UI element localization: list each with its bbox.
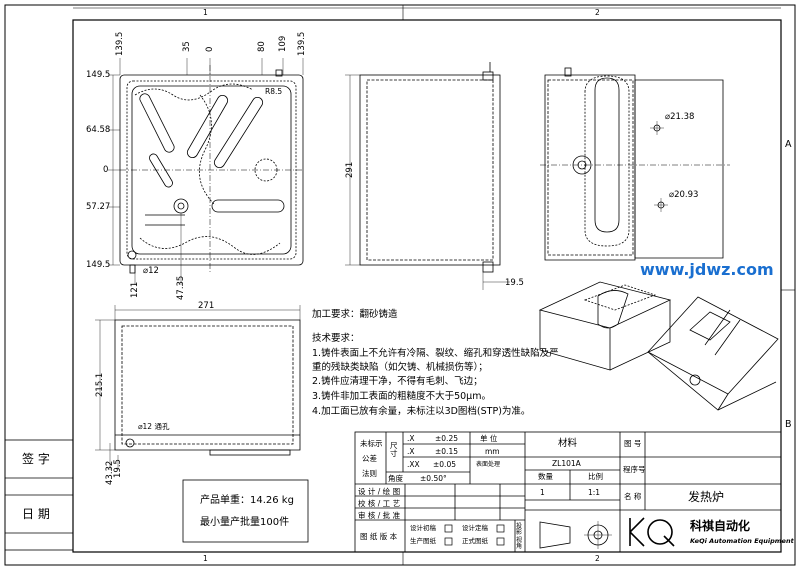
design-label: 设 计 / 绘 图 (358, 487, 401, 496)
grid-row-a: A (785, 139, 792, 150)
dim-left-4: 57.27 (86, 202, 111, 212)
tol-label-2: 公差 (362, 454, 377, 463)
dim-left-2: 64.58 (86, 125, 111, 135)
dim-front-height: 291 (345, 161, 355, 178)
tol-label-3: 法则 (362, 469, 377, 478)
scale-val: 1:1 (588, 488, 601, 497)
version-item-2: 设计定稿 (462, 524, 488, 532)
part-name: 发热炉 (688, 490, 725, 504)
drawing-no-label: 图 号 (624, 439, 642, 448)
dim-top-5: 109 (278, 35, 288, 52)
part-no-label: 程序号 (623, 465, 646, 474)
bottom-view (95, 305, 301, 470)
requirement-1b: 重的残缺类缺陷（如欠铸、机械损伤等）； (312, 362, 488, 373)
projection-symbol (539, 521, 612, 549)
dim-top-1: 139.5 (115, 31, 125, 56)
unit-val: mm (485, 447, 500, 456)
dim-radius: R8.5 (265, 87, 283, 96)
version-item-1: 设计初稿 (410, 524, 436, 532)
dim-top-4: 80 (257, 41, 267, 52)
tol-fmt-3: .XX (407, 460, 420, 469)
tol-val-1: ±0.25 (435, 434, 458, 443)
isometric-view-1 (538, 281, 672, 371)
check-label: 校 核 / 工 艺 (358, 499, 401, 508)
grid-col-2-bottom: 2 (595, 554, 600, 563)
approve-label: 审 核 / 批 准 (358, 511, 401, 520)
dim-top-3: 0 (205, 46, 215, 52)
scale-label: 比例 (588, 472, 603, 481)
dim-side-hole2: ⌀20.93 (669, 190, 699, 200)
side-sign-block (4, 439, 74, 551)
dim-bottom-1: 121 (130, 281, 140, 298)
watermark: www.jdwz.com (640, 260, 774, 279)
requirement-4: 4.加工面已放有余量，未标注以3D图档(STP)为准。 (312, 406, 531, 417)
dim-left-5: 149.5 (86, 260, 111, 270)
dim-hole-top: ⌀12 (143, 266, 159, 276)
tol-val-3: ±0.05 (433, 460, 456, 469)
title-block-lines (354, 431, 782, 553)
material-label: 材料 (558, 438, 578, 449)
outer-frame (4, 4, 796, 566)
grid-col-1-bottom: 1 (203, 554, 208, 563)
name-label: 名 称 (624, 492, 642, 501)
weight-box (182, 479, 309, 543)
tol-val-2: ±0.15 (435, 447, 458, 456)
dim-side-hole1: ⌀21.38 (665, 112, 695, 122)
company-logo-text: KQ (632, 512, 633, 513)
grid-col-1-top: 1 (203, 8, 208, 17)
front-view (345, 62, 510, 290)
dim-bottom-2: 47.35 (176, 275, 186, 300)
company-name-en: KeQi Automation Equipment (690, 537, 794, 545)
tol-fmt-2: .X (407, 447, 415, 456)
date-label: 日 期 (22, 507, 50, 521)
product-weight: 产品单重：14.26 kg (200, 495, 294, 506)
grid-col-2-top: 2 (595, 8, 600, 17)
requirement-1a: 1.铸件表面上不允许有冷隔、裂纹、缩孔和穿透性缺陷及严 (312, 348, 559, 359)
requirement-3: 3.铸件非加工表面的粗糙度不大于50μm。 (312, 391, 491, 402)
qty-val: 1 (540, 488, 545, 497)
side-view (540, 67, 730, 261)
isometric-view-2 (647, 296, 779, 411)
unit-label: 单 位 (480, 434, 498, 443)
dim-left-1: 149.5 (86, 70, 111, 80)
qty-label: 数量 (538, 472, 553, 481)
logo-shape (629, 517, 675, 547)
angle-label: 角度 (388, 474, 403, 483)
top-view (108, 58, 304, 285)
dim-bottom-width: 271 (198, 301, 215, 311)
tol-fmt-1: .X (407, 434, 415, 443)
requirement-2: 2.铸件应清理干净，不得有毛刺、飞边； (312, 376, 483, 387)
process-requirement: 加工要求：翻砂铸造 (312, 309, 398, 320)
dim-bottom-height: 215.1 (95, 372, 105, 397)
angle-val: ±0.50° (420, 474, 447, 483)
grid-row-b: B (785, 419, 792, 430)
version-item-4: 正式图纸 (462, 537, 488, 545)
company-name: 科祺自动化 (690, 519, 751, 533)
dim-front-offset: 19.5 (505, 278, 524, 288)
dim-bottom-hole: ⌀12 通孔 (138, 422, 170, 431)
view-angle-label: 视角 (516, 537, 523, 550)
material-val: ZL101A (552, 459, 581, 468)
min-batch: 最小量产批量100件 (200, 517, 290, 528)
version-item-3: 生产图纸 (410, 537, 436, 545)
tech-requirements-title: 技术要求： (312, 333, 360, 344)
size-label: 尺寸 (390, 441, 398, 458)
dim-bottom-d2: 19.5 (113, 459, 123, 478)
sign-label: 签 字 (22, 452, 50, 466)
surface-label: 表面处理 (476, 461, 501, 468)
version-checkboxes (444, 524, 505, 546)
dim-top-2: 35 (182, 41, 192, 52)
tol-label-1: 未标示 (360, 439, 383, 448)
dim-top-6: 139.5 (297, 31, 307, 56)
dim-left-3: 0 (103, 165, 109, 175)
projection-label: 投影 (516, 523, 523, 536)
version-label: 图 纸 版 本 (360, 532, 398, 541)
